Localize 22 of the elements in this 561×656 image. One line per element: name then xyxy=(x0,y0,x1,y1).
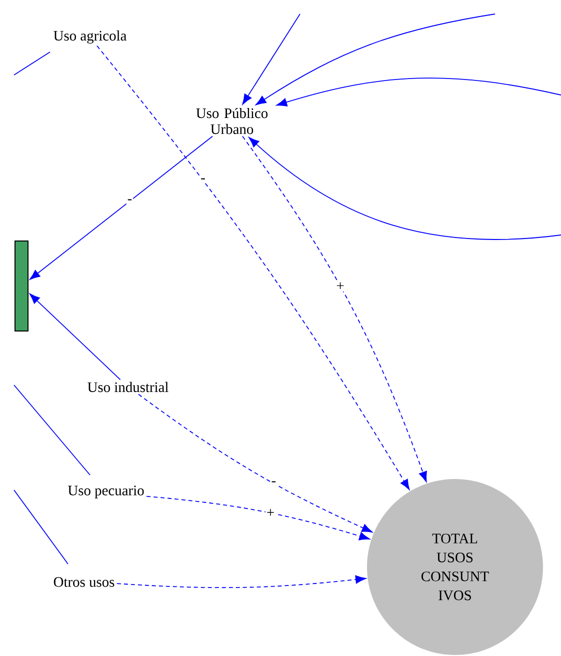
stock-box xyxy=(14,240,28,332)
arrow xyxy=(29,293,121,380)
arrow xyxy=(138,394,372,532)
variable-label: Otros usos xyxy=(54,577,114,587)
variable-label: Uso industrial xyxy=(88,382,168,392)
variable-label: Uso pecuario xyxy=(68,486,144,498)
polarity-sign: + xyxy=(265,508,276,518)
arrow xyxy=(96,45,410,490)
arrow xyxy=(256,14,496,106)
arrow xyxy=(276,78,561,106)
arrow xyxy=(116,575,366,588)
arrow xyxy=(248,137,561,240)
arrow xyxy=(146,496,370,540)
arrow xyxy=(30,136,213,280)
arrow xyxy=(242,136,427,482)
polarity-sign: - xyxy=(270,480,278,486)
polarity-sign: - xyxy=(200,177,206,184)
polarity-sign: + xyxy=(335,281,346,292)
arrow xyxy=(242,14,300,105)
variable-label: Uso Público Urbano xyxy=(196,108,268,134)
variable-label: Uso agricola xyxy=(54,30,127,44)
polarity-sign: - xyxy=(126,198,134,204)
